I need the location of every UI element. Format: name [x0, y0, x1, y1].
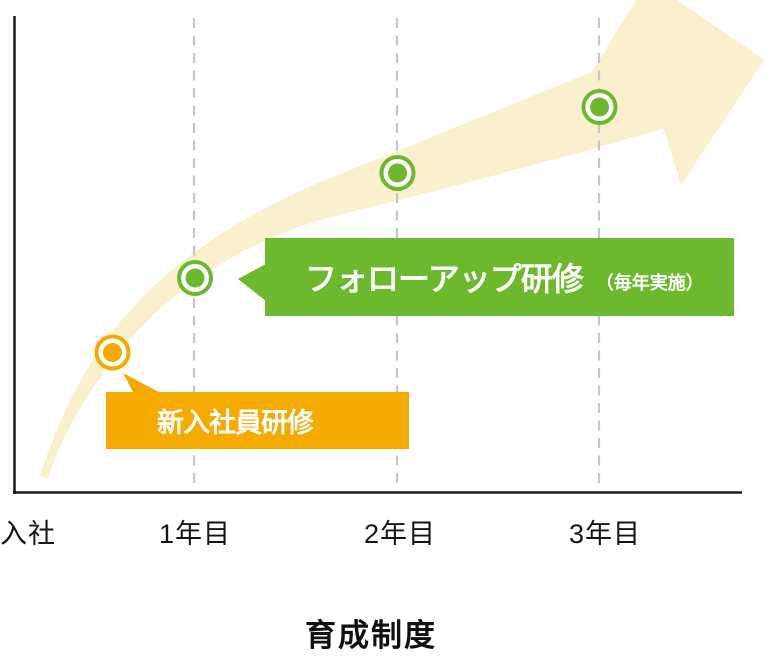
callout-new-employee-training-label: 新入社員研修: [157, 408, 314, 438]
milestone-dot-year-3: [581, 89, 618, 125]
x-axis-label-year-1: 1年目: [158, 519, 232, 549]
milestone-dot-year-2: [379, 155, 416, 191]
milestone-dot-year-1-core: [185, 268, 205, 288]
milestone-dot-entry-core: [103, 343, 122, 362]
page-title: 育成制度: [305, 618, 437, 653]
growth-arrow: [40, 0, 764, 478]
milestone-dot-year-3-core: [590, 97, 609, 117]
callout-followup-training-note: （毎年実施）: [595, 273, 704, 293]
callout-followup-training: フォローアップ研修 （毎年実施）: [265, 238, 734, 316]
x-axis-label-year-3: 3年目: [568, 519, 642, 549]
milestone-dot-entry: [94, 334, 131, 371]
x-axis-label-entry: 入社: [0, 519, 56, 549]
callout-tail-new-employee: [123, 373, 159, 392]
milestone-dot-year-1: [177, 260, 213, 296]
x-axis-label-year-2: 2年目: [363, 519, 437, 549]
milestone-dot-year-2-core: [388, 163, 407, 183]
callout-tail-followup: [238, 264, 266, 301]
callout-new-employee-training: 新入社員研修: [106, 392, 409, 449]
callout-followup-training-label: フォローアップ研修: [305, 261, 584, 297]
